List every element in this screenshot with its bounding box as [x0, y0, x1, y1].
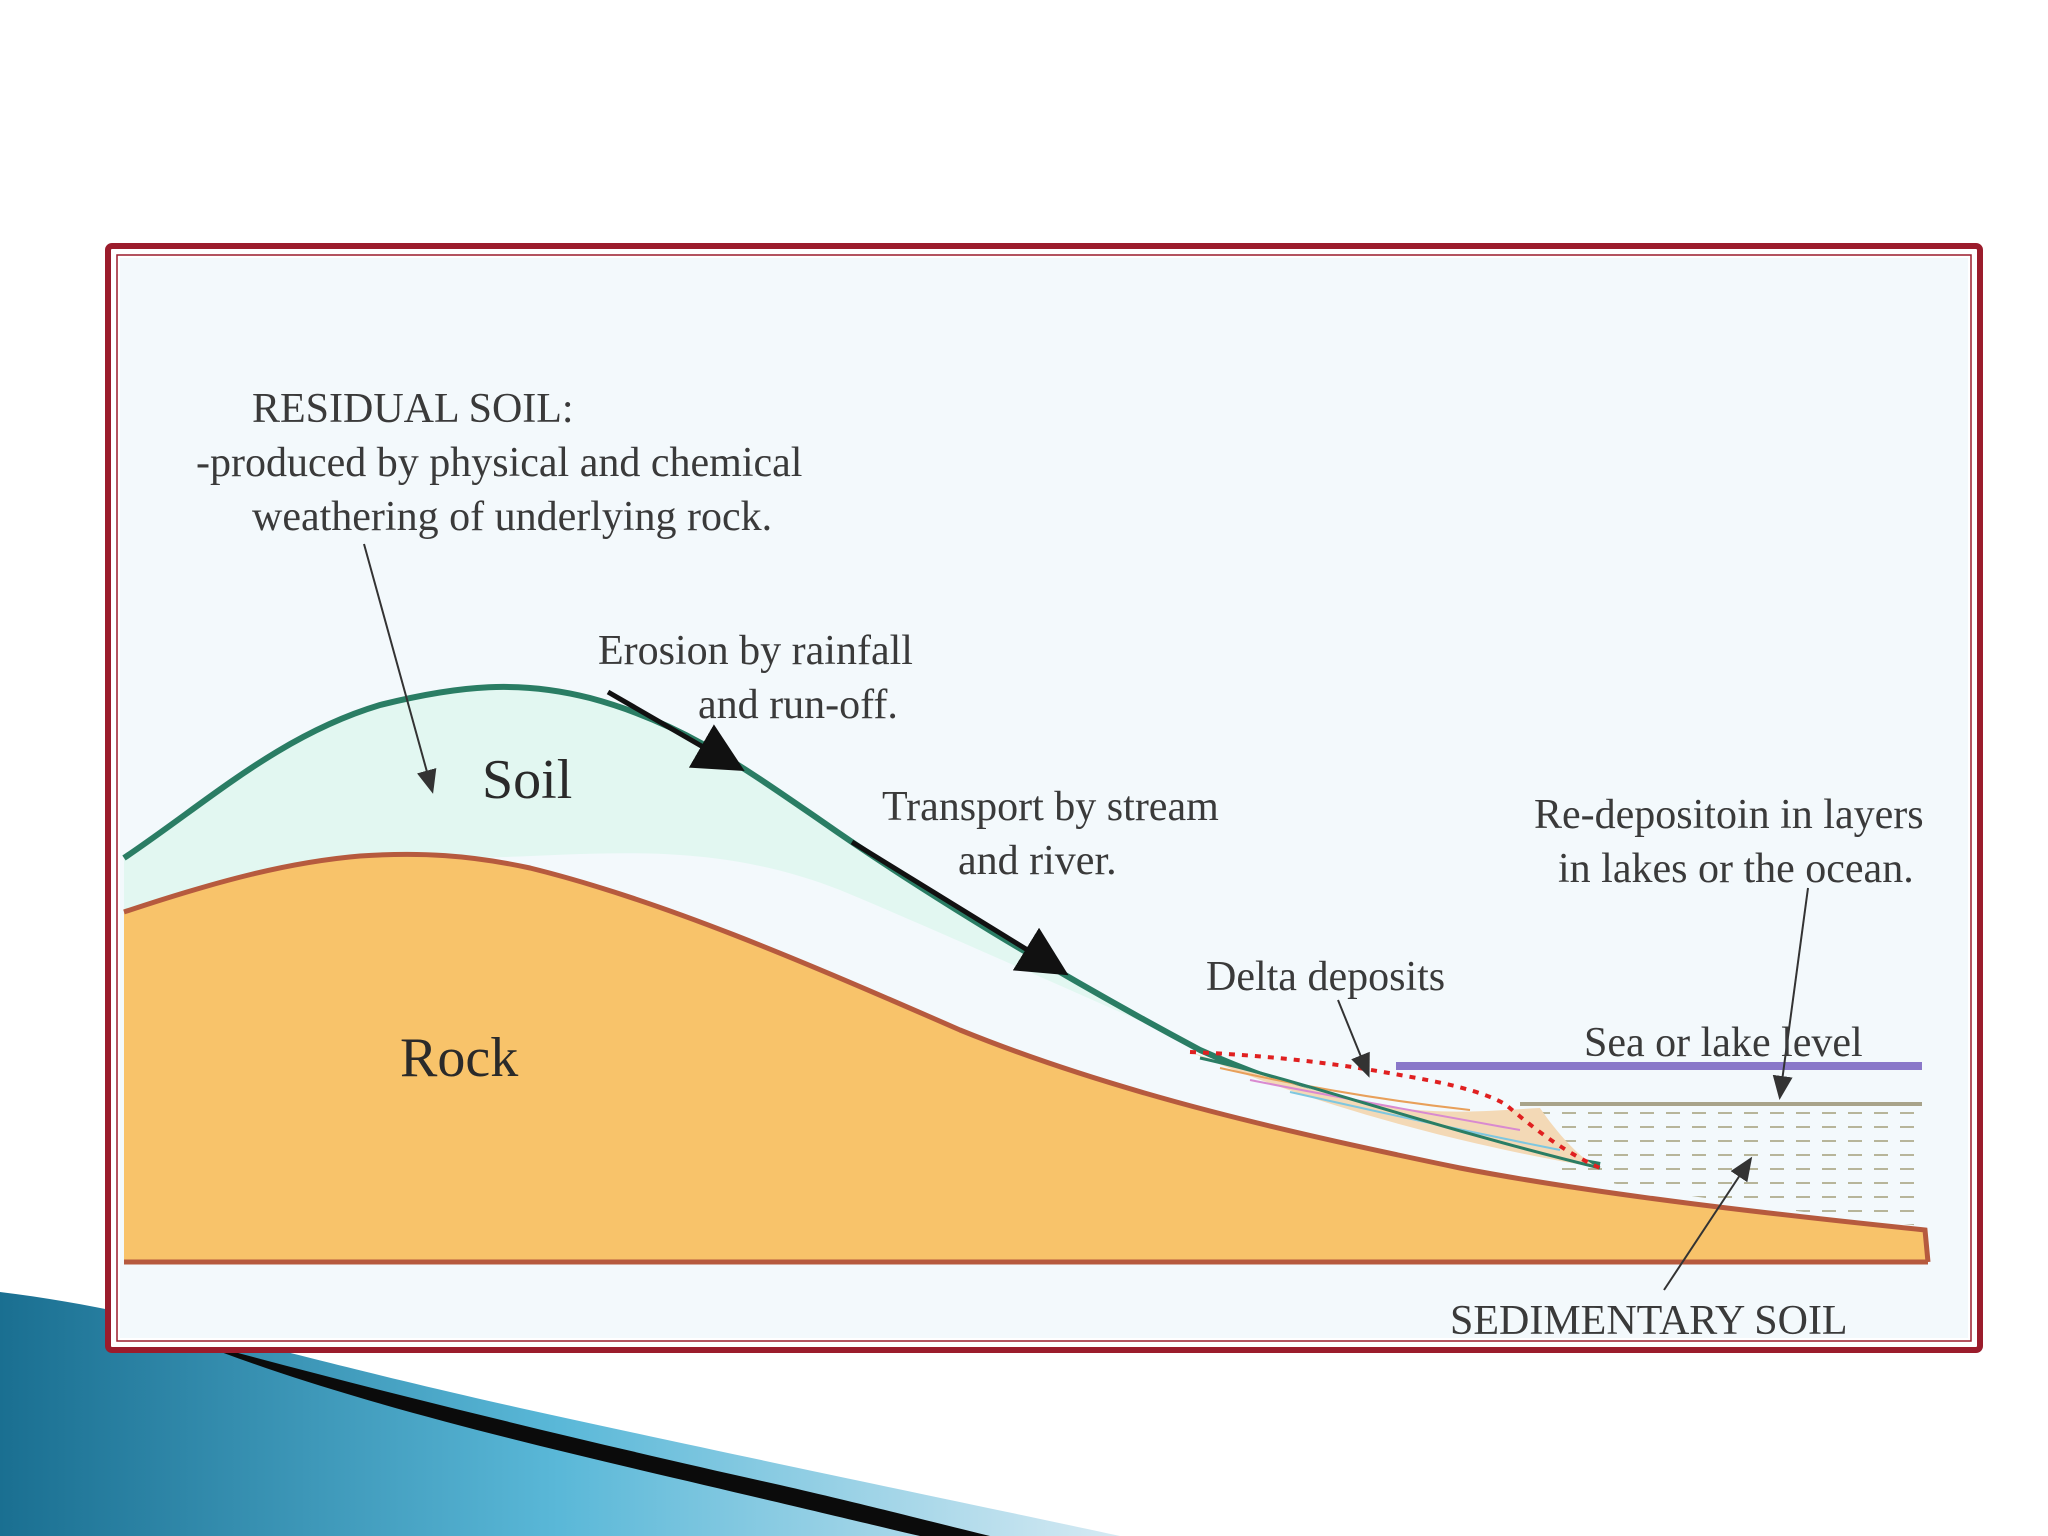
delta-pointer — [1337, 999, 1370, 1078]
residual-soil-line1: -produced by physical and chemical — [196, 440, 802, 486]
rock-surface-line — [123, 851, 1931, 1263]
erosion-label-line2: and run-off. — [698, 682, 898, 728]
erosion-arrow — [606, 689, 745, 772]
transport-label-line1: Transport by stream — [882, 784, 1219, 830]
residual-soil-pointer — [363, 543, 437, 794]
delta-label: Delta deposits — [1206, 954, 1445, 1000]
sedimentary-soil-label: SEDIMENTARY SOIL — [1450, 1298, 1848, 1344]
delta-outline — [1189, 1050, 1601, 1170]
sedimentary-layers — [1520, 1102, 1922, 1226]
rock-layer — [124, 854, 1928, 1262]
redeposition-label-line1: Re-depositoin in layers — [1534, 792, 1924, 838]
rock-label: Rock — [400, 1027, 518, 1089]
residual-soil-title: RESIDUAL SOIL: — [252, 386, 574, 432]
sedimentary-pointer — [1663, 1156, 1753, 1291]
transport-arrow — [850, 839, 1069, 976]
erosion-label-line1: Erosion by rainfall — [598, 628, 913, 674]
soil-layer — [124, 686, 1230, 1060]
labels: RESIDUAL SOIL: -produced by physical and… — [196, 386, 1924, 1344]
annotation-arrows — [363, 543, 1809, 1291]
redeposition-label-line2: in lakes or the ocean. — [1558, 846, 1914, 892]
sea-level-label: Sea or lake level — [1584, 1020, 1863, 1066]
delta-deposits — [1189, 1050, 1601, 1170]
redeposition-pointer — [1772, 887, 1809, 1100]
soil-label: Soil — [482, 749, 572, 811]
transport-label-line2: and river. — [958, 838, 1117, 884]
residual-soil-line2: weathering of underlying rock. — [252, 494, 772, 540]
